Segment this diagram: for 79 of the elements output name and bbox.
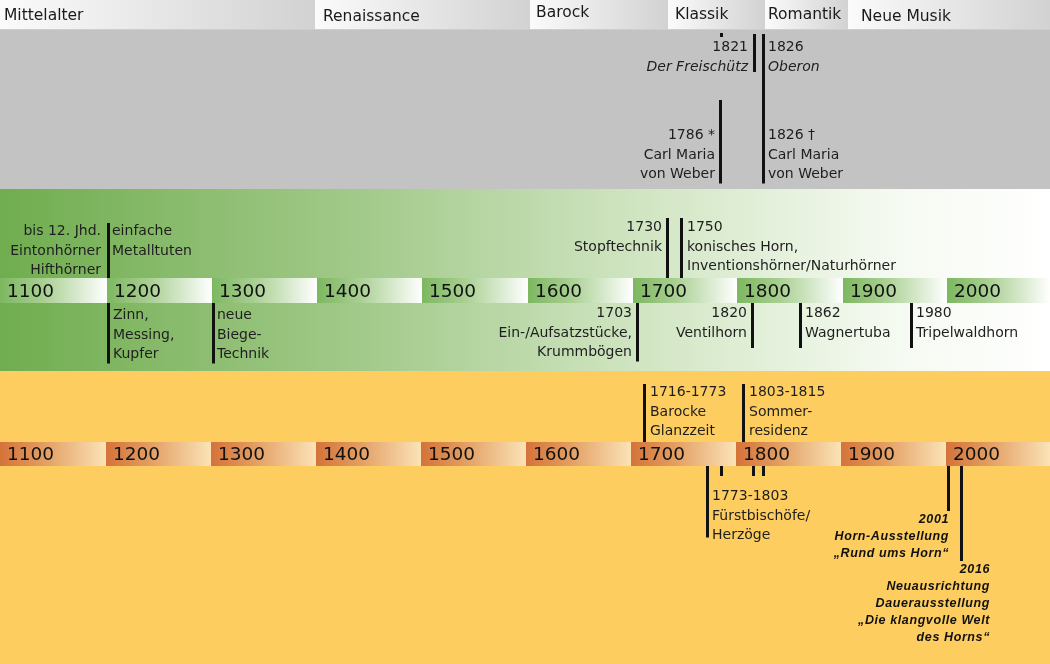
event-text: Der Freischütz: [646, 56, 748, 76]
era-header: Barock: [530, 0, 668, 29]
year-segment: 1800: [736, 442, 841, 466]
event-text: „Rund ums Horn“: [833, 545, 949, 562]
year-segment: 1700: [631, 442, 736, 466]
event-text: einfache Metalltuten: [112, 221, 193, 260]
year-segment: 1900: [843, 278, 947, 303]
event-date: 2016: [959, 561, 990, 578]
leader-line: [636, 303, 639, 362]
event-date: 1821: [712, 37, 748, 56]
event-text: Fürstbischöfe/ Herzöge: [712, 505, 812, 544]
year-segment: 1500: [422, 278, 528, 303]
leader-line: [680, 218, 683, 278]
leader-line: [107, 303, 110, 364]
event-date: 1862: [805, 303, 841, 322]
event-text: Barocke Glanzzeit: [650, 401, 716, 440]
year-segment: 1100: [0, 442, 106, 466]
event-text: Carl Maria von Weber: [638, 144, 715, 183]
leader-line: [751, 303, 754, 348]
era-header: Neue Musik: [848, 0, 1050, 29]
event-date: 1750: [687, 217, 723, 236]
era-header: Romantik: [765, 0, 848, 29]
year-segment: 1400: [316, 442, 421, 466]
year-segment: 1600: [526, 442, 631, 466]
event-text: Ventilhorn: [675, 322, 747, 342]
leader-line: [799, 303, 802, 348]
event-text: Horn-Ausstellung: [834, 528, 949, 545]
event-text: „Die klangvolle Welt des Horns“: [857, 612, 990, 646]
event-text: Sommer- residenz: [749, 401, 814, 440]
year-segment: 1100: [0, 278, 107, 303]
year-segment: 1900: [841, 442, 946, 466]
leader-line: [960, 466, 963, 561]
leader-line: [762, 34, 765, 184]
event-date: 1716-1773: [650, 382, 727, 401]
year-segment: 1400: [317, 278, 422, 303]
year-segment: 2000: [947, 278, 1050, 303]
era-header: Renaissance: [315, 0, 530, 29]
event-text: Wagnertuba: [805, 322, 891, 342]
year-segment: 1600: [528, 278, 633, 303]
event-date: 1826: [768, 37, 804, 56]
year-segment: 1300: [211, 442, 316, 466]
event-text: Stopftechnik: [573, 236, 662, 256]
year-segment: 1200: [106, 442, 211, 466]
leader-line: [643, 384, 646, 442]
leader-line: [742, 384, 745, 442]
event-date: 1803-1815: [749, 382, 826, 401]
event-date: 2001: [918, 511, 949, 528]
era-header: Klassik: [668, 0, 765, 29]
event-text: Oberon: [768, 56, 820, 76]
leader-line: [753, 34, 756, 72]
year-segment: 1300: [212, 278, 317, 303]
event-text: konisches Horn, Inventionshörner/Naturhörner: [687, 236, 897, 275]
event-text: Zinn, Messing, Kupfer: [113, 305, 176, 363]
leader-line: [212, 303, 215, 364]
event-date: 1826 †: [768, 125, 816, 144]
year-segment: 2000: [946, 442, 1050, 466]
event-date: 1730: [626, 217, 662, 236]
event-text: Carl Maria von Weber: [768, 144, 845, 183]
event-date: 1820: [711, 303, 747, 322]
year-segment: 1500: [421, 442, 526, 466]
leader-line: [910, 303, 913, 348]
year-segment: 1800: [737, 278, 843, 303]
event-text: Neuausrichtung Dauerausstellung: [874, 578, 990, 612]
leader-line: [719, 100, 722, 184]
leader-line: [947, 466, 950, 511]
event-date: 1703: [596, 303, 632, 322]
event-text: Tripelwaldhorn: [916, 322, 1019, 342]
event-date: 1773-1803: [712, 486, 789, 505]
event-text: Eintonhörner Hifthörner: [9, 240, 101, 279]
year-segment: 1200: [107, 278, 212, 303]
era-header: Mittelalter: [0, 0, 315, 29]
event-text: neue Biege- Technik: [217, 305, 271, 363]
event-date: 1786 *: [667, 125, 715, 144]
leader-line: [706, 466, 709, 538]
event-date: bis 12. Jhd.: [23, 221, 101, 240]
year-segment: 1700: [633, 278, 737, 303]
event-text: Ein-/Aufsatzstücke, Krummbögen: [497, 322, 632, 361]
event-date: 1980: [916, 303, 952, 322]
leader-line: [666, 218, 669, 278]
